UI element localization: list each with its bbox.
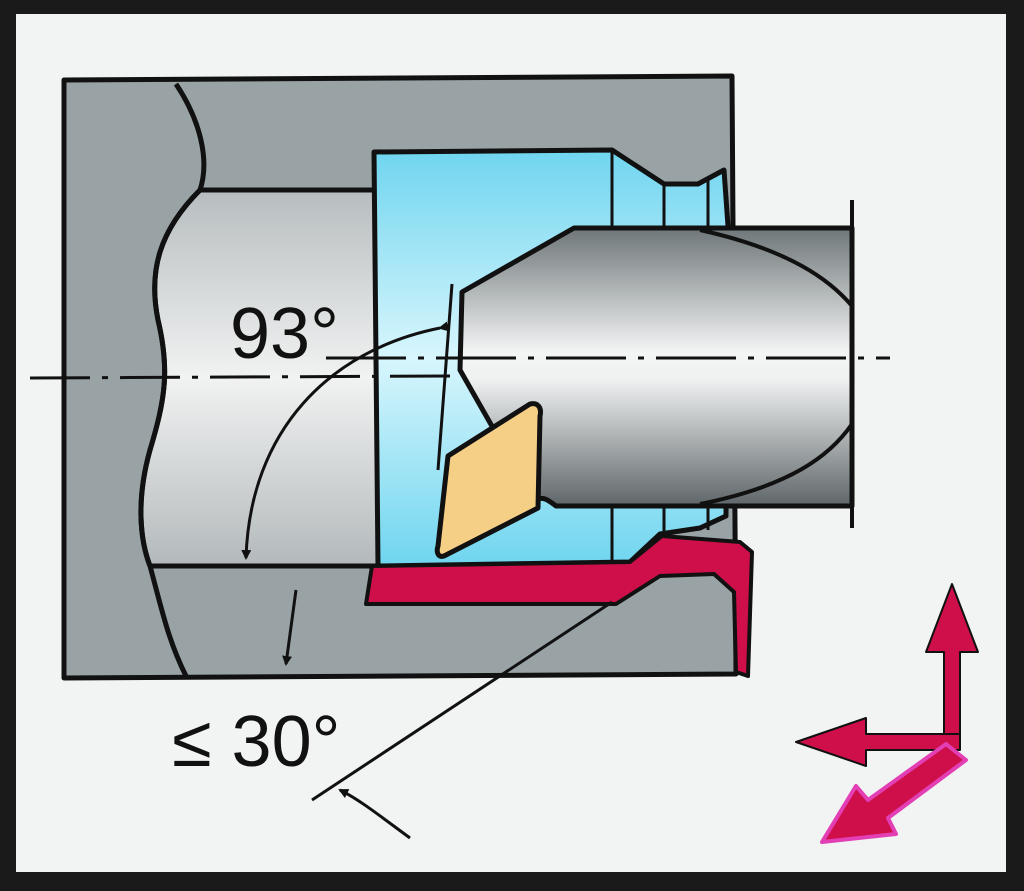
center-line (29, 374, 451, 380)
ramp-angle-arc (338, 788, 411, 840)
ramp-angle-label: ≤ 30° (172, 702, 340, 782)
ramp-reference-line (311, 600, 613, 802)
bar-shoulder-curve (699, 228, 854, 308)
axial-feed-arrow-icon (925, 583, 979, 749)
ramping-feed-arrow-icon (820, 742, 968, 844)
approach-angle-label: 93° (230, 294, 339, 374)
feed-direction-icons (795, 583, 979, 844)
break-line (138, 82, 207, 678)
approach-angle-arc (241, 321, 449, 560)
bar-shoulder-curve (699, 422, 854, 506)
ramp-angle-arrow (282, 589, 298, 666)
machined-profile (364, 534, 754, 678)
